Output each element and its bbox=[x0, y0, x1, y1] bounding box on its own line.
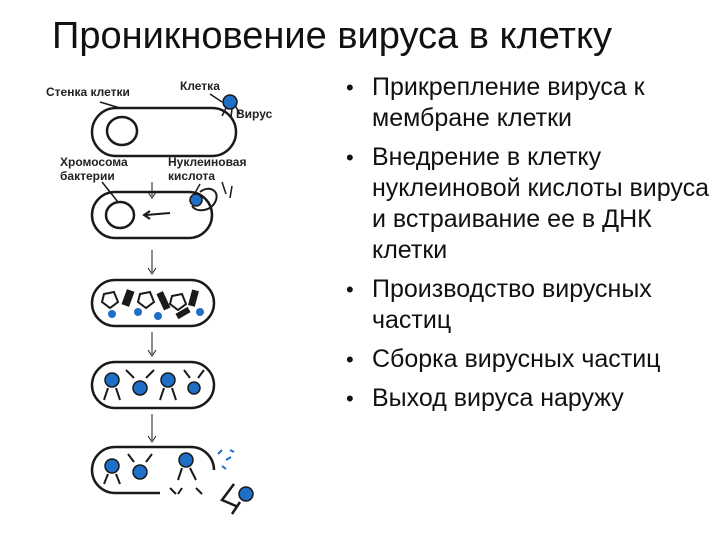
bullet-item: •Выход вируса наружу bbox=[346, 384, 624, 412]
bullet-item: •Внедрение в клетку нуклеиновой кислоты … bbox=[346, 143, 709, 264]
label-nucleic-line2: кислота bbox=[168, 169, 215, 183]
stage-2-injection bbox=[90, 181, 233, 240]
label-cell: Клетка bbox=[180, 79, 220, 93]
virus-particle-icon bbox=[222, 94, 238, 110]
bullet-item: •Сборка вирусных частиц bbox=[346, 345, 661, 373]
label-cell-wall: Стенка клетки bbox=[46, 85, 130, 99]
stage-1-attachment bbox=[90, 93, 241, 158]
stage-4-assembly bbox=[90, 360, 216, 410]
label-nucleic-line1: Нуклеиновая bbox=[168, 155, 246, 169]
virus-infection-diagram: Стенка клетки Клетка Вирус Хромосома бак… bbox=[46, 79, 273, 515]
label-chromosome-line1: Хромосома bbox=[60, 155, 128, 169]
bullet-item: •Прикрепление вируса к мембране клетки bbox=[346, 73, 645, 132]
stage-5-release bbox=[90, 445, 254, 515]
stage-3-production bbox=[90, 278, 216, 328]
bullet-list: •Прикрепление вируса к мембране клетки •… bbox=[340, 72, 712, 422]
label-chromosome-line2: бактерии bbox=[60, 169, 115, 183]
slide-title: Проникновение вируса в клетку bbox=[52, 15, 613, 57]
bullet-item: •Производство вирусных частиц bbox=[346, 275, 652, 334]
label-virus: Вирус bbox=[236, 107, 273, 121]
